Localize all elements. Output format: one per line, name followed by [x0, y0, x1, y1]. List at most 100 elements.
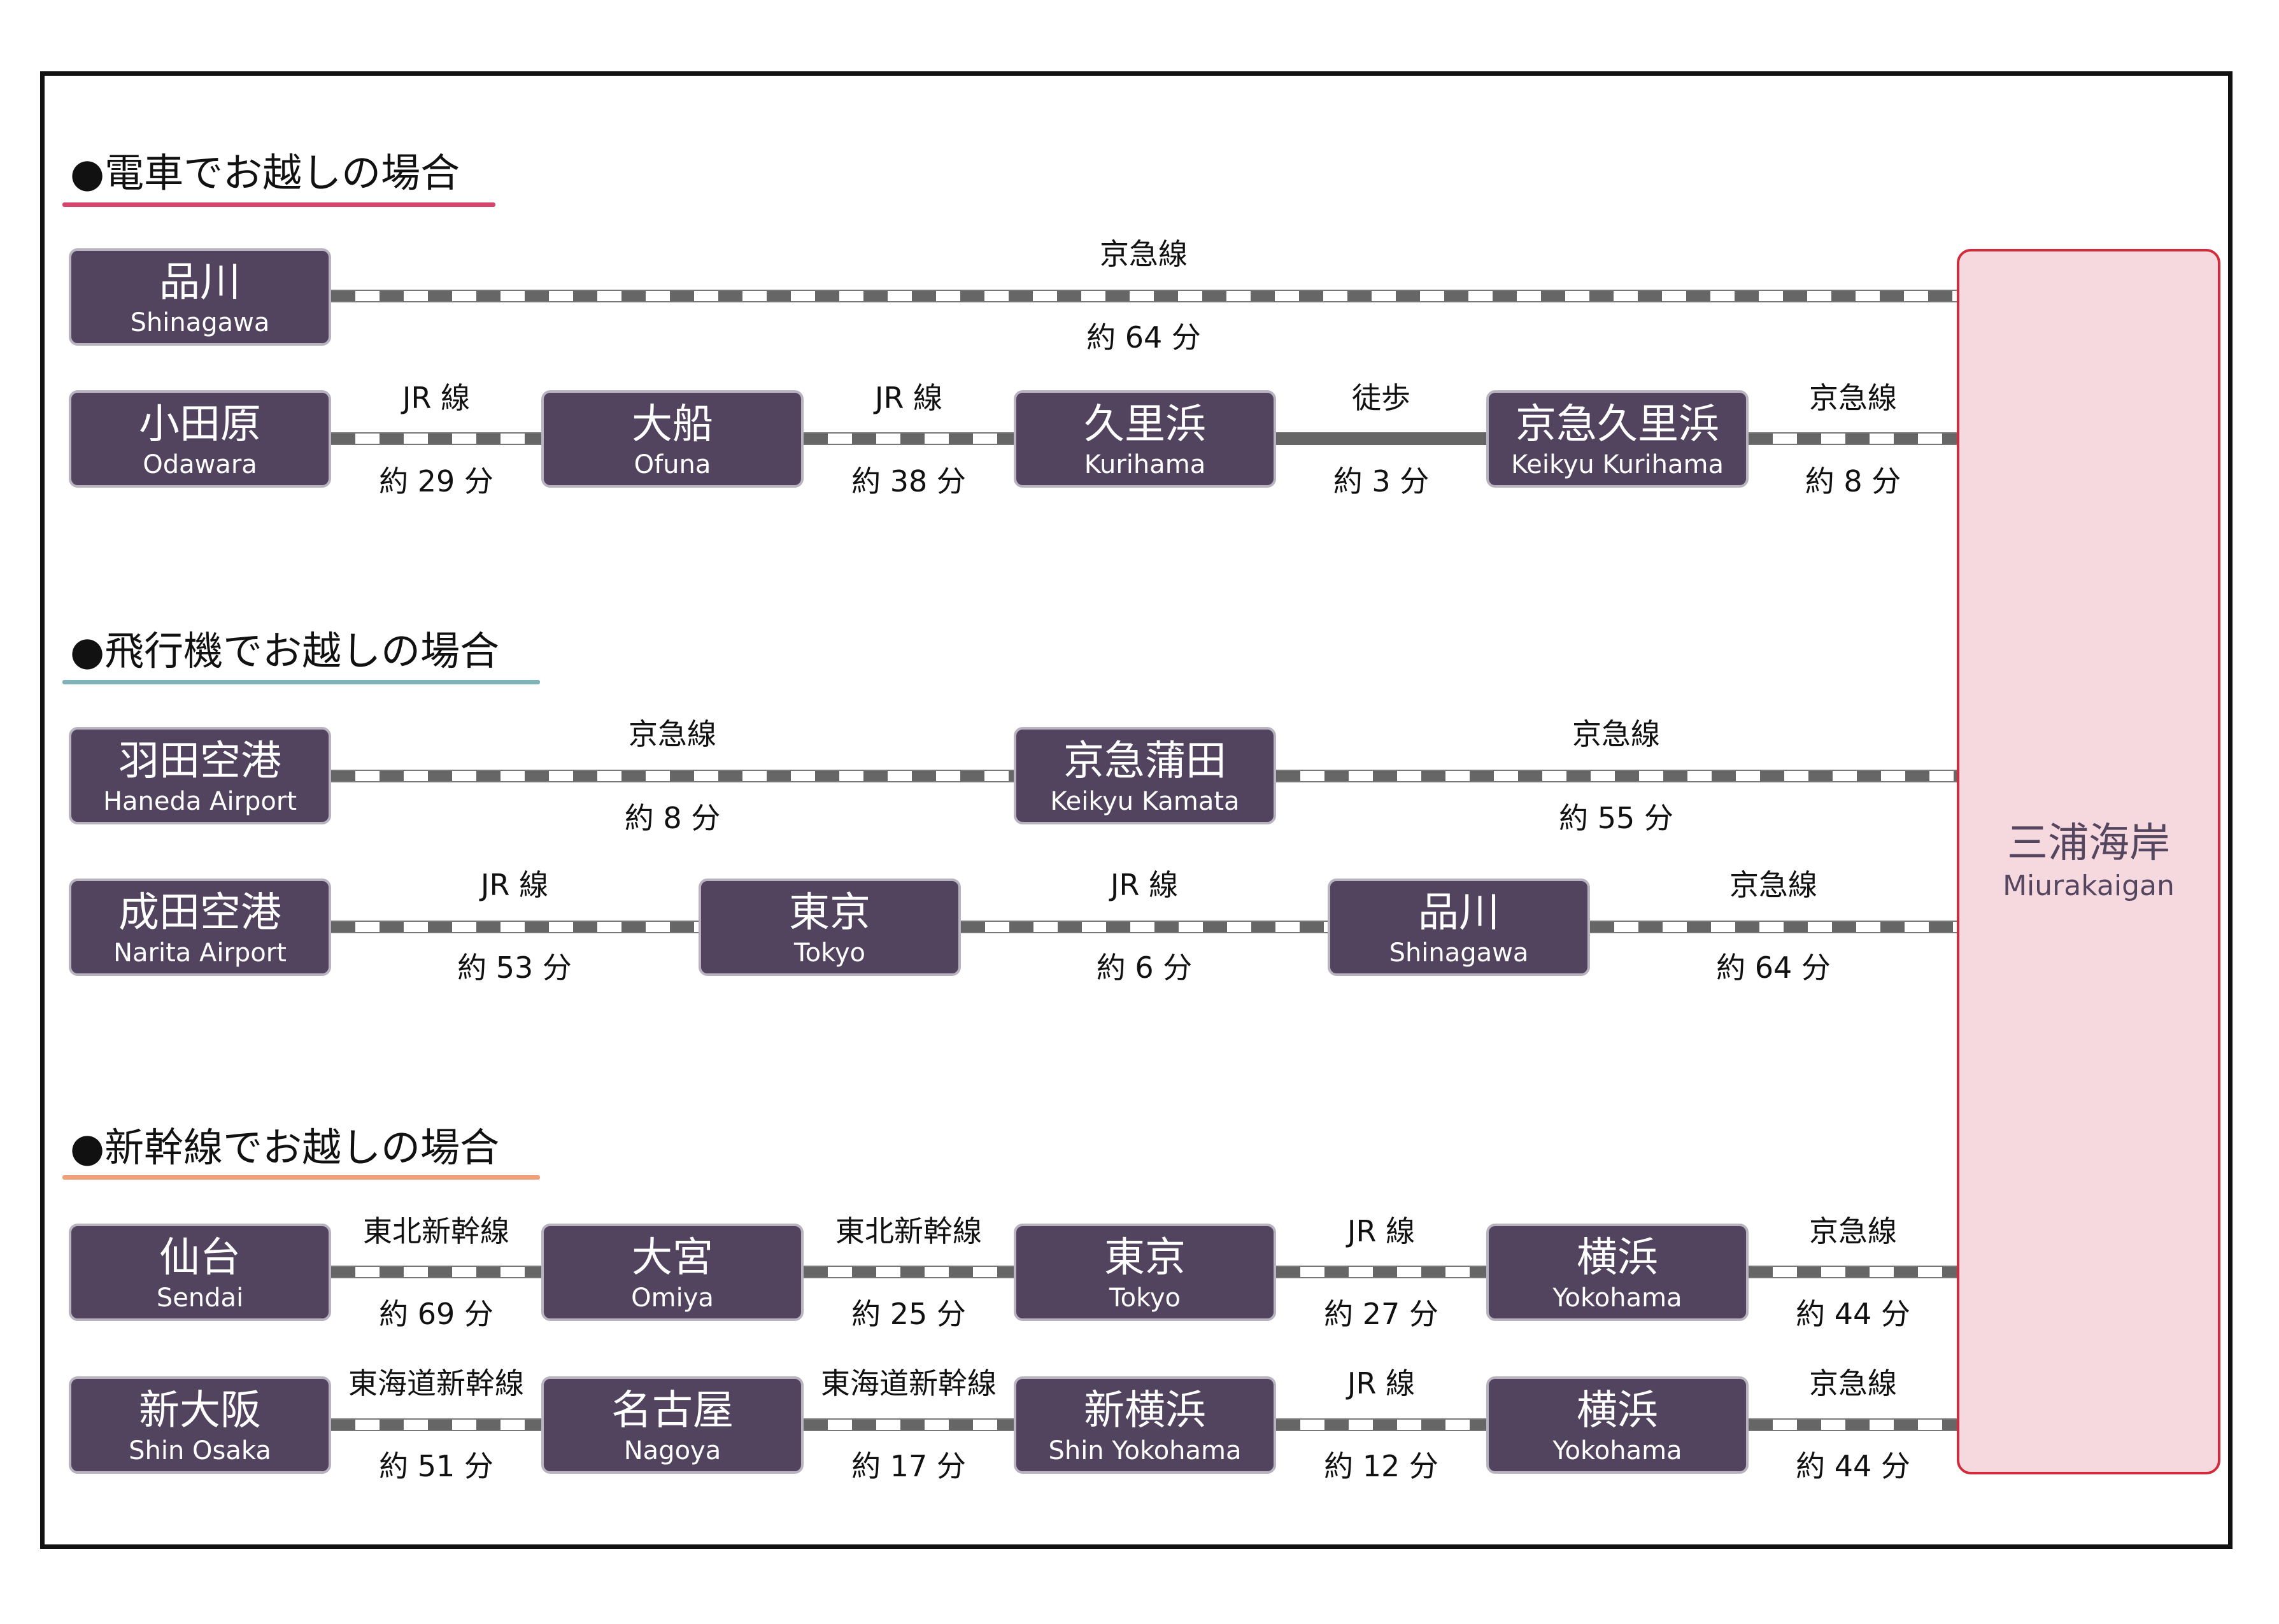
leg-time-2-0-2: 約 27 分 [1324, 1297, 1438, 1331]
station-box: 品川 Shinagawa [1328, 879, 1590, 976]
leg-time-2-1-1: 約 17 分 [851, 1449, 966, 1483]
destination-box: 三浦海岸 Miurakaigan [1957, 249, 2220, 1474]
leg-time-2-0-0: 約 69 分 [379, 1297, 493, 1331]
track-2-1-2 [1276, 1418, 1486, 1431]
station-name-jp: 東京 [789, 889, 870, 936]
station-name-jp: 羽田空港 [118, 738, 281, 785]
leg-line-2-1-3: 京急線 [1809, 1366, 1897, 1401]
leg-line-0-1-3: 京急線 [1809, 381, 1897, 415]
station-box: 新大阪 Shin Osaka [69, 1376, 331, 1474]
outer-frame [40, 71, 2233, 1549]
track-1-1-1 [961, 921, 1328, 933]
destination-name-en: Miurakaigan [2003, 870, 2175, 902]
station-box: 大船 Ofuna [541, 390, 804, 488]
station-name-en: Narita Airport [113, 938, 287, 968]
leg-time-0-1-3: 約 8 分 [1805, 464, 1901, 498]
station-name-jp: 横浜 [1577, 1387, 1658, 1434]
leg-line-2-0-0: 東北新幹線 [363, 1214, 509, 1248]
station-name-en: Odawara [143, 450, 257, 479]
leg-line-0-1-1: JR 線 [874, 381, 943, 415]
leg-line-2-0-2: JR 線 [1347, 1214, 1416, 1248]
heading-plane-underline [62, 680, 540, 684]
track-1-0-1 [1276, 770, 1957, 782]
station-name-jp: 京急蒲田 [1063, 738, 1226, 785]
leg-line-0-1-0: JR 線 [402, 381, 471, 415]
leg-time-0-1-1: 約 38 分 [851, 464, 966, 498]
station-name-jp: 品川 [159, 259, 241, 306]
station-box: 仙台 Sendai [69, 1224, 331, 1321]
leg-line-2-1-2: JR 線 [1347, 1366, 1416, 1401]
leg-time-2-0-1: 約 25 分 [851, 1297, 966, 1331]
heading-train-underline [62, 202, 495, 207]
station-name-jp: 東京 [1104, 1234, 1186, 1282]
heading-shinkansen: ●新幹線でお越しの場合 [70, 1124, 500, 1171]
leg-line-0-1-2: 徒歩 [1352, 381, 1410, 415]
station-name-en: Keikyu Kamata [1050, 787, 1240, 816]
station-name-en: Tokyo [794, 938, 865, 968]
leg-time-1-1-1: 約 6 分 [1096, 950, 1193, 985]
track-1-0-0 [331, 770, 1014, 782]
leg-time-1-0-1: 約 55 分 [1559, 801, 1673, 835]
track-2-1-1 [804, 1418, 1014, 1431]
station-name-jp: 横浜 [1577, 1234, 1658, 1282]
leg-time-0-0-0: 約 64 分 [1086, 320, 1201, 355]
station-name-en: Shinagawa [1389, 938, 1529, 968]
station-name-jp: 名古屋 [611, 1387, 734, 1434]
station-name-jp: 大船 [632, 401, 713, 448]
leg-time-1-1-0: 約 53 分 [457, 950, 572, 985]
station-box: 久里浜 Kurihama [1014, 390, 1276, 488]
station-box: 羽田空港 Haneda Airport [69, 727, 331, 824]
leg-time-2-1-2: 約 12 分 [1324, 1449, 1438, 1483]
station-name-jp: 大宮 [632, 1234, 713, 1282]
station-name-jp: 仙台 [159, 1234, 241, 1282]
station-name-en: Omiya [631, 1283, 714, 1313]
track-0-1-2-walk [1276, 432, 1486, 445]
station-name-jp: 新横浜 [1084, 1387, 1206, 1434]
leg-time-2-1-3: 約 44 分 [1796, 1449, 1910, 1483]
station-name-en: Nagoya [623, 1436, 721, 1465]
leg-time-0-1-2: 約 3 分 [1333, 464, 1430, 498]
track-0-1-0 [331, 432, 541, 445]
track-1-1-0 [331, 921, 699, 933]
station-box: 京急蒲田 Keikyu Kamata [1014, 727, 1276, 824]
station-name-en: Kurihama [1084, 450, 1206, 479]
station-name-jp: 成田空港 [118, 889, 281, 936]
track-2-1-3 [1749, 1418, 1957, 1431]
station-box: 小田原 Odawara [69, 390, 331, 488]
track-2-0-1 [804, 1266, 1014, 1278]
leg-line-1-1-2: 京急線 [1729, 868, 1817, 902]
station-name-en: Haneda Airport [103, 787, 297, 816]
leg-time-1-0-0: 約 8 分 [624, 801, 721, 835]
station-name-jp: 小田原 [139, 401, 261, 448]
leg-line-2-1-0: 東海道新幹線 [348, 1366, 524, 1401]
station-box: 横浜 Yokohama [1486, 1224, 1749, 1321]
leg-time-2-0-3: 約 44 分 [1796, 1297, 1910, 1331]
leg-line-2-0-3: 京急線 [1809, 1214, 1897, 1248]
track-0-1-3 [1749, 432, 1957, 445]
leg-line-1-1-0: JR 線 [480, 868, 549, 902]
destination-name-jp: 三浦海岸 [2007, 820, 2170, 867]
station-box: 成田空港 Narita Airport [69, 879, 331, 976]
track-2-1-0 [331, 1418, 541, 1431]
station-box: 名古屋 Nagoya [541, 1376, 804, 1474]
track-2-0-2 [1276, 1266, 1486, 1278]
station-box: 東京 Tokyo [699, 879, 961, 976]
station-box: 品川 Shinagawa [69, 248, 331, 346]
track-2-0-3 [1749, 1266, 1957, 1278]
track-1-1-2 [1590, 921, 1957, 933]
leg-line-1-1-1: JR 線 [1110, 868, 1179, 902]
leg-line-1-0-0: 京急線 [628, 717, 716, 751]
leg-time-2-1-0: 約 51 分 [379, 1449, 493, 1483]
station-name-en: Sendai [156, 1283, 244, 1313]
station-name-en: Yokohama [1552, 1436, 1682, 1465]
heading-train: ●電車でお越しの場合 [70, 150, 460, 196]
leg-line-0-0-0: 京急線 [1100, 237, 1188, 271]
station-name-jp: 久里浜 [1084, 401, 1206, 448]
station-name-jp: 京急久里浜 [1516, 401, 1719, 448]
station-box: 東京 Tokyo [1014, 1224, 1276, 1321]
track-0-0-0 [331, 290, 1957, 302]
track-0-1-1 [804, 432, 1014, 445]
station-name-en: Shinagawa [130, 308, 270, 337]
station-name-en: Shin Osaka [129, 1436, 271, 1465]
station-name-en: Tokyo [1109, 1283, 1181, 1313]
